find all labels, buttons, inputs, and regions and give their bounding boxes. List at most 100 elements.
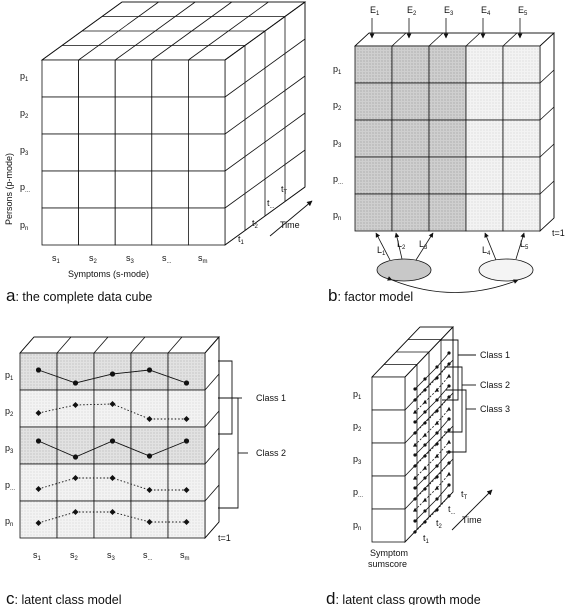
cube-cell — [167, 463, 206, 502]
row-label-b-p3: p3 — [333, 137, 342, 149]
person-row-labels-b: p1 p2 p3 p... pn — [333, 64, 343, 222]
class-2-marker — [72, 509, 79, 515]
cube-cell — [41, 207, 79, 246]
loading-arrow — [394, 232, 403, 260]
class-1-marker — [146, 367, 153, 373]
cube-cell — [78, 96, 116, 135]
cube-cell — [187, 170, 226, 209]
col-label-c-s-dots: s... — [143, 550, 153, 562]
growth-trajectory — [414, 396, 450, 434]
class-2-profile-line — [38, 477, 187, 491]
cube-cell — [391, 119, 430, 158]
cube-top-face — [19, 336, 220, 354]
cube-cell — [502, 45, 541, 84]
growth-marker — [423, 399, 427, 404]
factor-2-ellipse — [478, 258, 534, 282]
class-1-marker — [146, 453, 153, 459]
class-1-marker — [72, 454, 79, 460]
cube-cell — [93, 389, 132, 428]
growth-marker — [435, 497, 439, 501]
class-2-marker — [146, 487, 153, 493]
growth-marker — [435, 442, 439, 446]
cube-side-edge — [539, 32, 555, 47]
error-label-e4: E4 — [481, 5, 491, 17]
panel-b-factor-model: E1 E2 E3 E4 E5 p1 p2 p3 p... pn t=1 L1 L… — [328, 5, 565, 305]
depth-label-d-tT: tT — [461, 489, 468, 501]
growth-marker — [435, 387, 439, 392]
bracket-class-1 — [218, 360, 233, 435]
cube-cell — [187, 207, 226, 246]
col-label-s1: s1 — [52, 253, 61, 265]
cube-side-edge — [539, 69, 555, 84]
cube-cell — [56, 463, 95, 502]
cube-cell — [19, 500, 58, 539]
growth-marker — [435, 485, 439, 490]
class-1-marker — [35, 438, 42, 444]
cube-cell — [502, 156, 541, 195]
growth-marker — [435, 464, 439, 468]
cube-side-edge — [204, 410, 220, 428]
cube-cell — [151, 96, 189, 135]
growth-marker — [413, 409, 417, 414]
cube-top-face — [353, 32, 556, 47]
growth-marker — [447, 395, 451, 399]
cube-cell — [19, 463, 58, 502]
class-1-label-d: Class 1 — [480, 350, 510, 360]
growth-marker — [413, 486, 417, 490]
cube-side-edge — [539, 217, 555, 232]
time-label: Time — [280, 220, 300, 230]
error-label-e5: E5 — [518, 5, 528, 17]
class-2-marker — [109, 509, 116, 515]
growth-marker — [413, 442, 417, 447]
col-label-c-s2: s2 — [70, 550, 79, 562]
cube-side-face — [539, 32, 555, 232]
row-label-d-p2: p2 — [353, 421, 362, 433]
row-label-d-p3: p3 — [353, 454, 362, 466]
depth-label-d-t2: t2 — [436, 518, 443, 530]
error-terms: E1 E2 E3 E4 E5 — [370, 5, 528, 17]
loading-label-l4: L4 — [482, 245, 491, 257]
cube-top-edge — [167, 336, 183, 354]
caption-a: a: the complete data cube — [6, 286, 152, 305]
growth-marker — [413, 530, 417, 534]
growth-trajectory — [414, 352, 450, 390]
factor-model-grid — [353, 18, 556, 293]
growth-marker — [435, 508, 439, 512]
row-label-p3: p3 — [20, 145, 29, 157]
bracket-d-class-1 — [440, 339, 459, 401]
cube-cell — [354, 156, 393, 195]
latent-class-grid — [19, 335, 220, 540]
growth-marker — [435, 376, 439, 380]
cube-top-edge — [502, 32, 518, 47]
cube-cell — [391, 193, 430, 232]
time-arrow — [269, 200, 313, 237]
growth-marker — [423, 497, 427, 502]
row-label-p2: p2 — [20, 108, 29, 120]
error-label-e3: E3 — [444, 5, 454, 17]
cube-cell — [371, 409, 406, 444]
cube-side-edge — [204, 484, 220, 502]
symptom-column-labels: s1 s2 s3 s... sm — [52, 253, 208, 265]
cube-cell — [19, 389, 58, 428]
cube-cell — [114, 59, 153, 98]
cube-side-edge — [204, 336, 220, 354]
class-2-marker — [146, 416, 153, 422]
symptoms-axis-label: Symptoms (s-mode) — [68, 269, 149, 279]
cube-cell — [41, 170, 79, 209]
bracket-d-class-2 — [444, 366, 463, 433]
cube-cell — [114, 170, 153, 209]
class-3-label-d: Class 3 — [480, 404, 510, 414]
class-2-label-c: Class 2 — [256, 448, 286, 458]
growth-marker — [435, 420, 439, 425]
person-row-labels-d: p1 p2 p3 p... pn — [353, 389, 363, 532]
loading-arrow — [484, 232, 497, 261]
cube-cell — [93, 426, 132, 465]
row-label-c-p2: p2 — [5, 406, 14, 418]
class-1-label-c: Class 1 — [256, 393, 286, 403]
cube-cell — [78, 207, 116, 246]
caption-b: b: factor model — [328, 286, 413, 305]
class-1-marker — [109, 438, 116, 444]
growth-marker — [423, 520, 427, 524]
time-depth-labels: t1 t2 t... tT — [238, 184, 288, 246]
